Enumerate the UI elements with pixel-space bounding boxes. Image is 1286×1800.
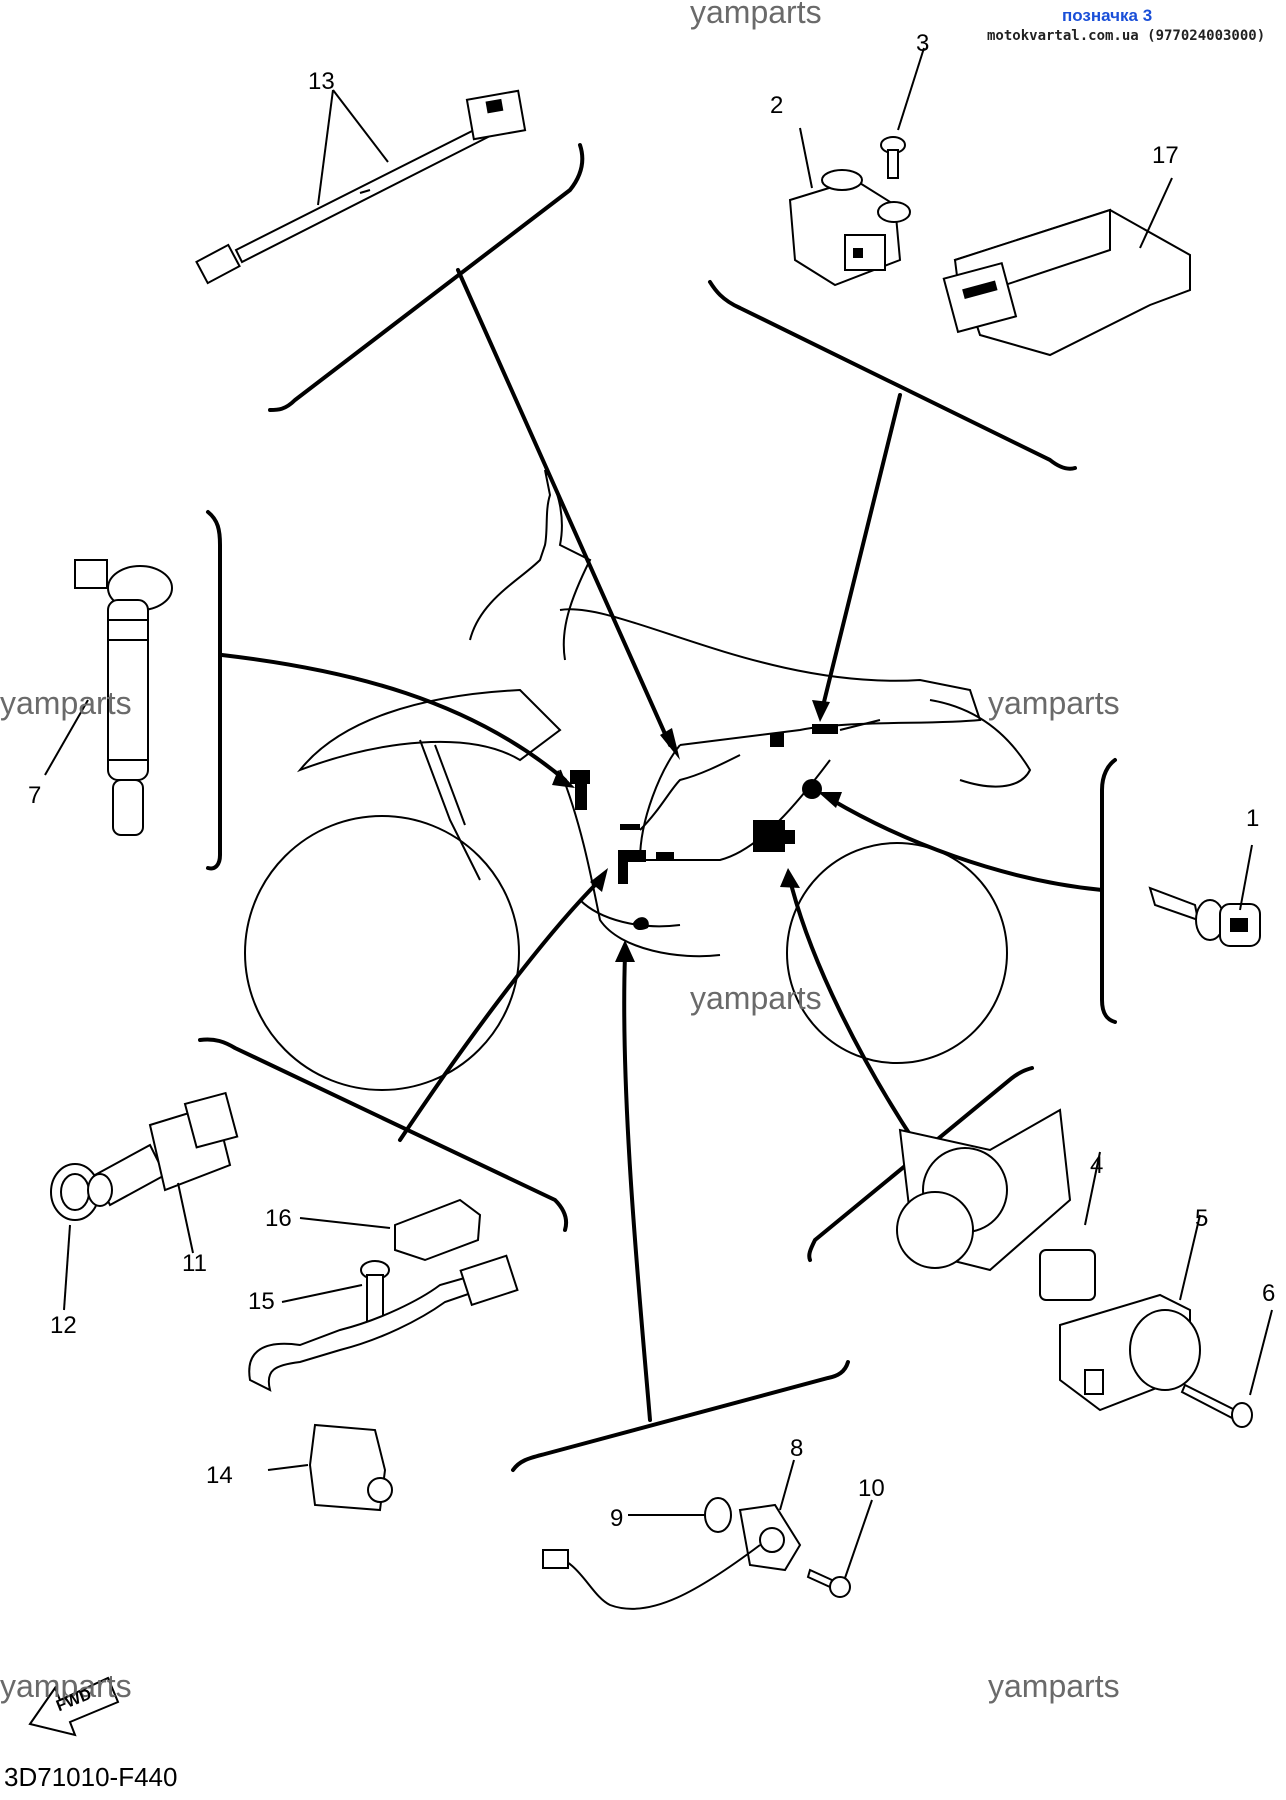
part-17-ecu (942, 177, 1191, 357)
site-label: motokvartal.com.ua (977024003000) (987, 28, 1266, 44)
callout-3: 3 (916, 30, 930, 57)
callout-16: 16 (265, 1205, 292, 1232)
part-14-crank-sensor (248, 1254, 519, 1512)
part-12-washer (50, 1163, 100, 1311)
part-7-ignition-coil (44, 559, 173, 836)
watermark: yamparts (690, 980, 822, 1016)
part-9-o-ring (628, 1497, 732, 1533)
part-4-throttle-body (896, 1108, 1101, 1301)
engine-outline (559, 769, 721, 958)
watermark: yamparts (988, 685, 1120, 721)
central-components (570, 719, 881, 931)
part-11-temp-sensor (87, 1091, 239, 1254)
callout-10: 10 (858, 1475, 885, 1502)
watermark: yamparts (0, 685, 132, 721)
part-15-bolt (281, 1260, 390, 1324)
part-10-bolt (806, 1499, 873, 1598)
watermark: yamparts (690, 0, 822, 30)
callout-15: 15 (248, 1288, 275, 1315)
group-brackets (198, 143, 1117, 1472)
callout-9: 9 (610, 1505, 624, 1532)
front-fork (419, 739, 481, 881)
part-1-switch (1148, 844, 1261, 947)
watermark: yamparts (0, 1668, 132, 1704)
part-3-screw (880, 47, 925, 179)
part-16-clamp (299, 1198, 482, 1262)
part-5-sensor-cover (1059, 1214, 1201, 1412)
label-note: позначка 3 (1062, 6, 1153, 25)
watermark: yamparts (988, 1668, 1120, 1704)
part-8-speed-sensor (542, 1459, 802, 1610)
callout-13: 13 (308, 68, 335, 95)
callout-11: 11 (182, 1250, 207, 1277)
callout-14: 14 (206, 1462, 233, 1489)
fwd-arrow (28, 1676, 120, 1737)
part-2-sensor (788, 127, 911, 287)
handlebar-front (469, 469, 592, 661)
callout-17: 17 (1152, 142, 1179, 169)
front-fender (296, 688, 562, 773)
frame-lower (638, 744, 831, 861)
seat-tank (559, 608, 982, 746)
front-wheel (244, 815, 520, 1091)
callout-7: 7 (28, 782, 42, 809)
callout-1: 1 (1246, 805, 1260, 832)
callout-12: 12 (50, 1312, 77, 1339)
diagram-code: 3D71010-F440 (4, 1762, 178, 1792)
callout-2: 2 (770, 92, 784, 119)
callout-8: 8 (790, 1435, 804, 1462)
callout-6: 6 (1262, 1280, 1276, 1307)
callout-5: 5 (1195, 1205, 1209, 1232)
callout-4: 4 (1090, 1152, 1104, 1179)
part-13-wire-harness (195, 89, 527, 285)
rear-wheel (786, 842, 1008, 1064)
motorcycle-outline (244, 469, 1032, 1091)
part-6-screw (1180, 1309, 1273, 1428)
rear-fender (929, 699, 1032, 788)
